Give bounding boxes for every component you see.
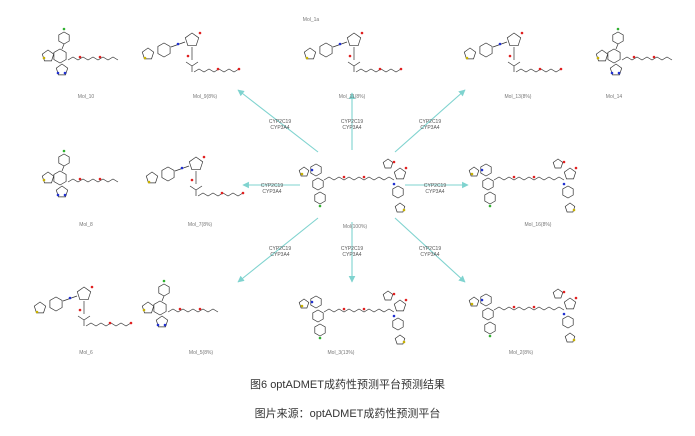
molecule-mol-6	[33, 285, 133, 327]
molecule-mol-9	[141, 31, 241, 73]
molecule-mol-5	[141, 279, 219, 328]
molecule-label-mol-14: Mol_14	[605, 94, 623, 100]
molecule-label-mol-2: Mol_2(8%)	[508, 350, 534, 356]
source-caption: 图片来源：optADMET成药性预测平台	[254, 408, 441, 420]
molecule-mol-8	[41, 149, 119, 198]
molecule-label-mol-16: Mol_16(8%)	[524, 222, 552, 228]
molecule-mol-16	[468, 158, 578, 213]
arrow-to-mol-9	[237, 89, 319, 153]
molecule-label-mol-6: Mol_6	[79, 350, 93, 356]
figure-caption: 图6 optADMET成药性预测平台预测结果	[250, 379, 445, 391]
molecule-label-center: Mol(100%)	[342, 224, 368, 230]
molecule-label-top-title: Mol_1a	[302, 17, 320, 23]
molecules-layer	[33, 27, 673, 345]
molecule-mol-10	[41, 27, 119, 76]
molecule-mol-14	[595, 27, 673, 76]
molecule-mol-2	[468, 288, 578, 343]
molecule-center	[298, 158, 408, 213]
arrow-to-mol-5	[237, 217, 319, 283]
molecule-mol-3	[298, 290, 408, 345]
metabolism-diagram	[33, 27, 673, 345]
molecule-mol-13	[463, 31, 563, 73]
molecule-label-mol-8: Mol_8	[79, 222, 93, 228]
arrow-to-mol-13	[394, 89, 466, 153]
molecule-label-mol-3: Mol_3(13%)	[327, 350, 355, 356]
molecule-label-mol-7: Mol_7(8%)	[187, 222, 213, 228]
arrows-layer	[237, 89, 469, 283]
molecule-label-mol-10: Mol_10	[77, 94, 95, 100]
molecule-label-mol-13: Mol_13(8%)	[504, 94, 532, 100]
molecule-label-mol-9: Mol_9(8%)	[192, 94, 218, 100]
molecule-label-mol-5: Mol_5(8%)	[188, 350, 214, 356]
molecule-mol-7	[145, 155, 245, 197]
molecule-label-mol-11: Mol_11(8%)	[338, 94, 366, 100]
arrow-to-mol-2	[394, 217, 466, 283]
molecule-mol-11	[303, 31, 403, 73]
